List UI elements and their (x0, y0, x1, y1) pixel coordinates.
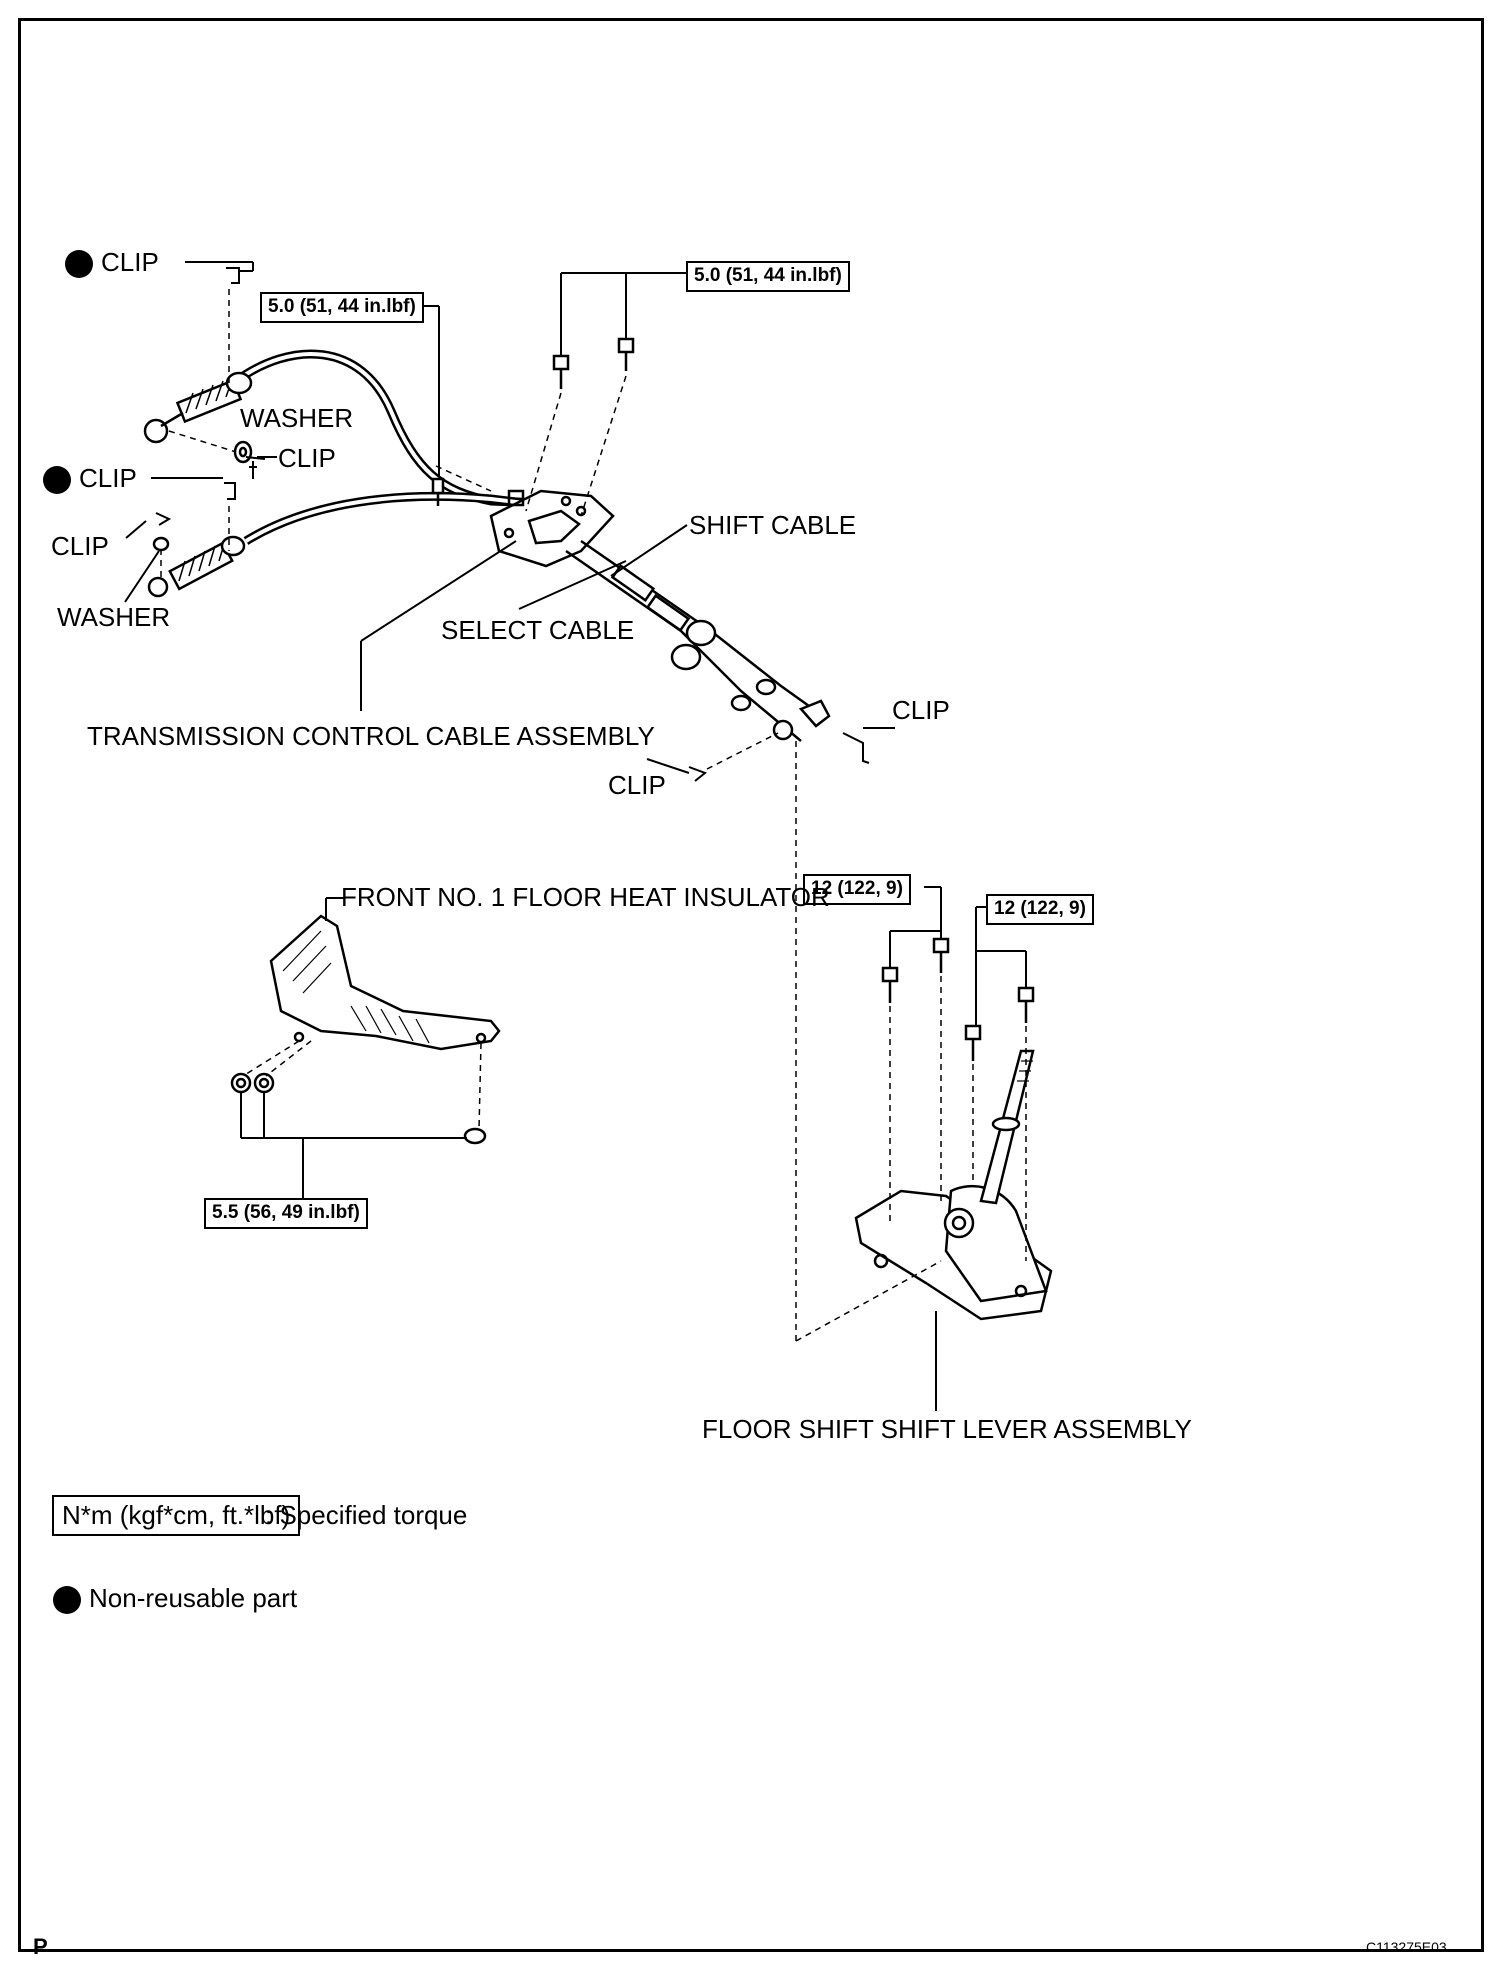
clip-label-right: CLIP (892, 695, 950, 725)
page-mark: P (33, 1934, 48, 1959)
shift-cable-label: SHIFT CABLE (689, 510, 857, 540)
nonreusable-legend: Non-reusable part (53, 1583, 298, 1615)
torque-legend-text: : Specified torque (265, 1500, 468, 1530)
torque-heat-insulator: 5.5 (56, 49 in.lbf) (204, 1198, 368, 1229)
cable-bracket-plate (489, 489, 615, 568)
nonreusable-dot-icon (43, 466, 71, 495)
heat-insulator-drawing (269, 914, 501, 1051)
lower-cable-end (147, 491, 542, 598)
torque-shift-lever-right: 12 (122, 9) (986, 894, 1094, 925)
upper-cable-end (143, 349, 542, 508)
clip-label-lower-left: CLIP (51, 531, 109, 561)
clip-label-top-left: CLIP (65, 247, 159, 279)
torque-unit-box: N*m (kgf*cm, ft.*lbf) (52, 1495, 301, 1536)
clip-top-left-text: CLIP (101, 247, 159, 277)
exploded-view-drawing (124, 261, 1053, 1411)
nonreusable-legend-text: Non-reusable part (89, 1583, 298, 1613)
shift-lever-bolts (881, 937, 1035, 1061)
transmission-cable-assembly-label: TRANSMISSION CONTROL CABLE ASSEMBLY (87, 721, 655, 751)
clip-label-washer-top: CLIP (278, 443, 336, 473)
nonreusable-dot-icon (65, 250, 93, 279)
select-cable-label: SELECT CABLE (441, 615, 635, 645)
washer-label-lower: WASHER (57, 602, 171, 632)
clip-label-bottom-center: CLIP (608, 770, 666, 800)
heat-insulator-label: FRONT NO. 1 FLOOR HEAT INSULATOR (341, 882, 830, 912)
bracket-bolts (431, 337, 635, 506)
heat-insulator-nuts (230, 1072, 487, 1145)
washer-label-top: WASHER (240, 403, 354, 433)
clip-mid-left-text: CLIP (79, 463, 137, 493)
torque-cable-bracket-right: 5.0 (51, 44 in.lbf) (686, 261, 850, 292)
shift-lever-drawing (854, 1049, 1053, 1321)
torque-shift-lever-left: 12 (122, 9) (803, 874, 911, 905)
torque-cable-bracket-left: 5.0 (51, 44 in.lbf) (260, 292, 424, 323)
figure-code: C113275E03 (1366, 1939, 1447, 1955)
nonreusable-dot-icon (53, 1586, 81, 1615)
floor-shift-lever-assembly-label: FLOOR SHIFT SHIFT LEVER ASSEMBLY (702, 1414, 1192, 1444)
diagram-page: CLIP 5.0 (51, 44 in.lbf) 5.0 (51, 44 in.… (18, 18, 1484, 1959)
clip-label-mid-left: CLIP (43, 463, 137, 495)
